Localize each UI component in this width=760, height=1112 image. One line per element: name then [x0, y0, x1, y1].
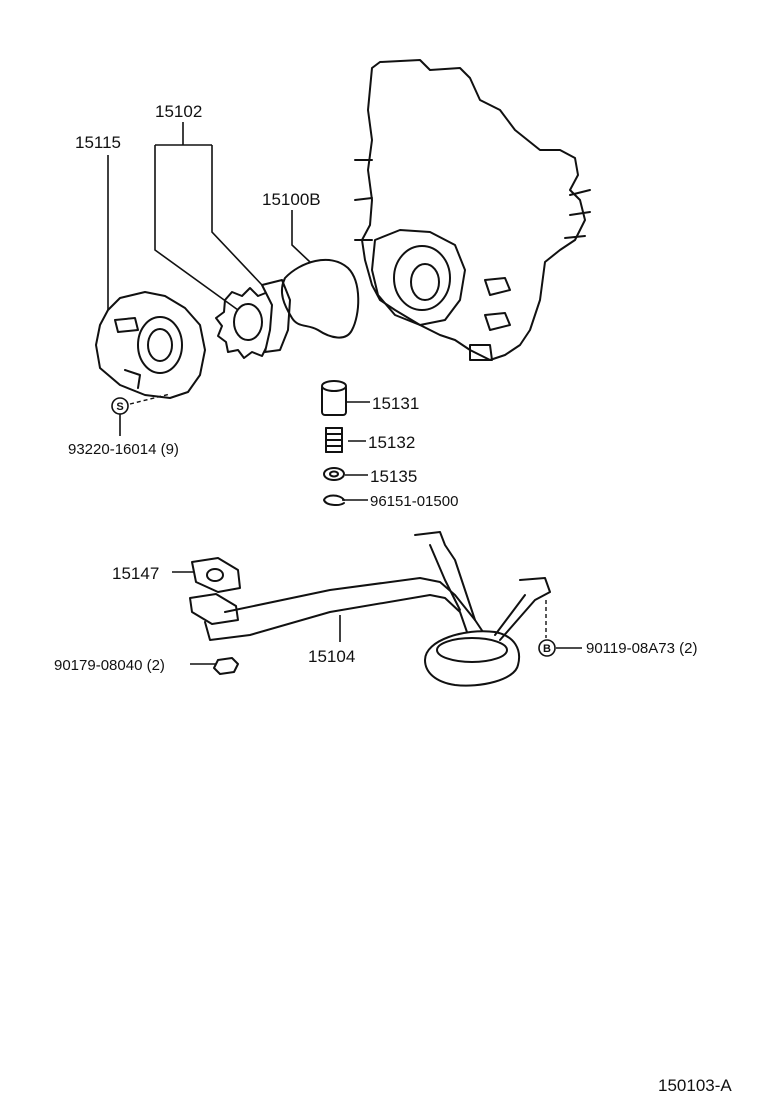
diagram-id: 150103-A — [658, 1076, 732, 1095]
label-93220: 93220-16014 (9) — [68, 441, 179, 458]
gasket — [281, 258, 360, 339]
svg-text:S: S — [116, 401, 123, 413]
b-mark-symbol: B — [538, 639, 556, 657]
label-15104: 15104 — [308, 647, 355, 666]
oil-pump-rotor — [215, 279, 291, 359]
engine-block — [354, 59, 591, 361]
label-96151: 96151-01500 — [370, 493, 458, 510]
label-15102: 15102 — [155, 102, 202, 121]
bolt — [213, 657, 239, 675]
svg-text:B: B — [543, 643, 551, 655]
oil-strainer — [189, 531, 551, 687]
label-15115: 15115 — [75, 133, 121, 152]
snap-ring — [323, 494, 345, 506]
leader-lines — [107, 122, 582, 665]
label-15147: 15147 — [112, 564, 159, 583]
strainer-gasket — [191, 557, 241, 593]
relief-valve-retainer — [323, 467, 345, 481]
oil-pump-cover — [95, 291, 206, 399]
label-15135: 15135 — [370, 467, 417, 486]
label-15100b: 15100B — [262, 190, 321, 209]
label-90179: 90179-08040 (2) — [54, 657, 165, 674]
label-90119: 90119-08A73 (2) — [586, 640, 697, 657]
label-15131: 15131 — [372, 394, 419, 413]
label-15132: 15132 — [368, 433, 415, 452]
relief-valve-plunger — [321, 380, 347, 416]
dashed-leaders — [129, 393, 547, 638]
relief-valve-spring — [325, 427, 343, 453]
s-mark-symbol: S — [111, 397, 129, 415]
